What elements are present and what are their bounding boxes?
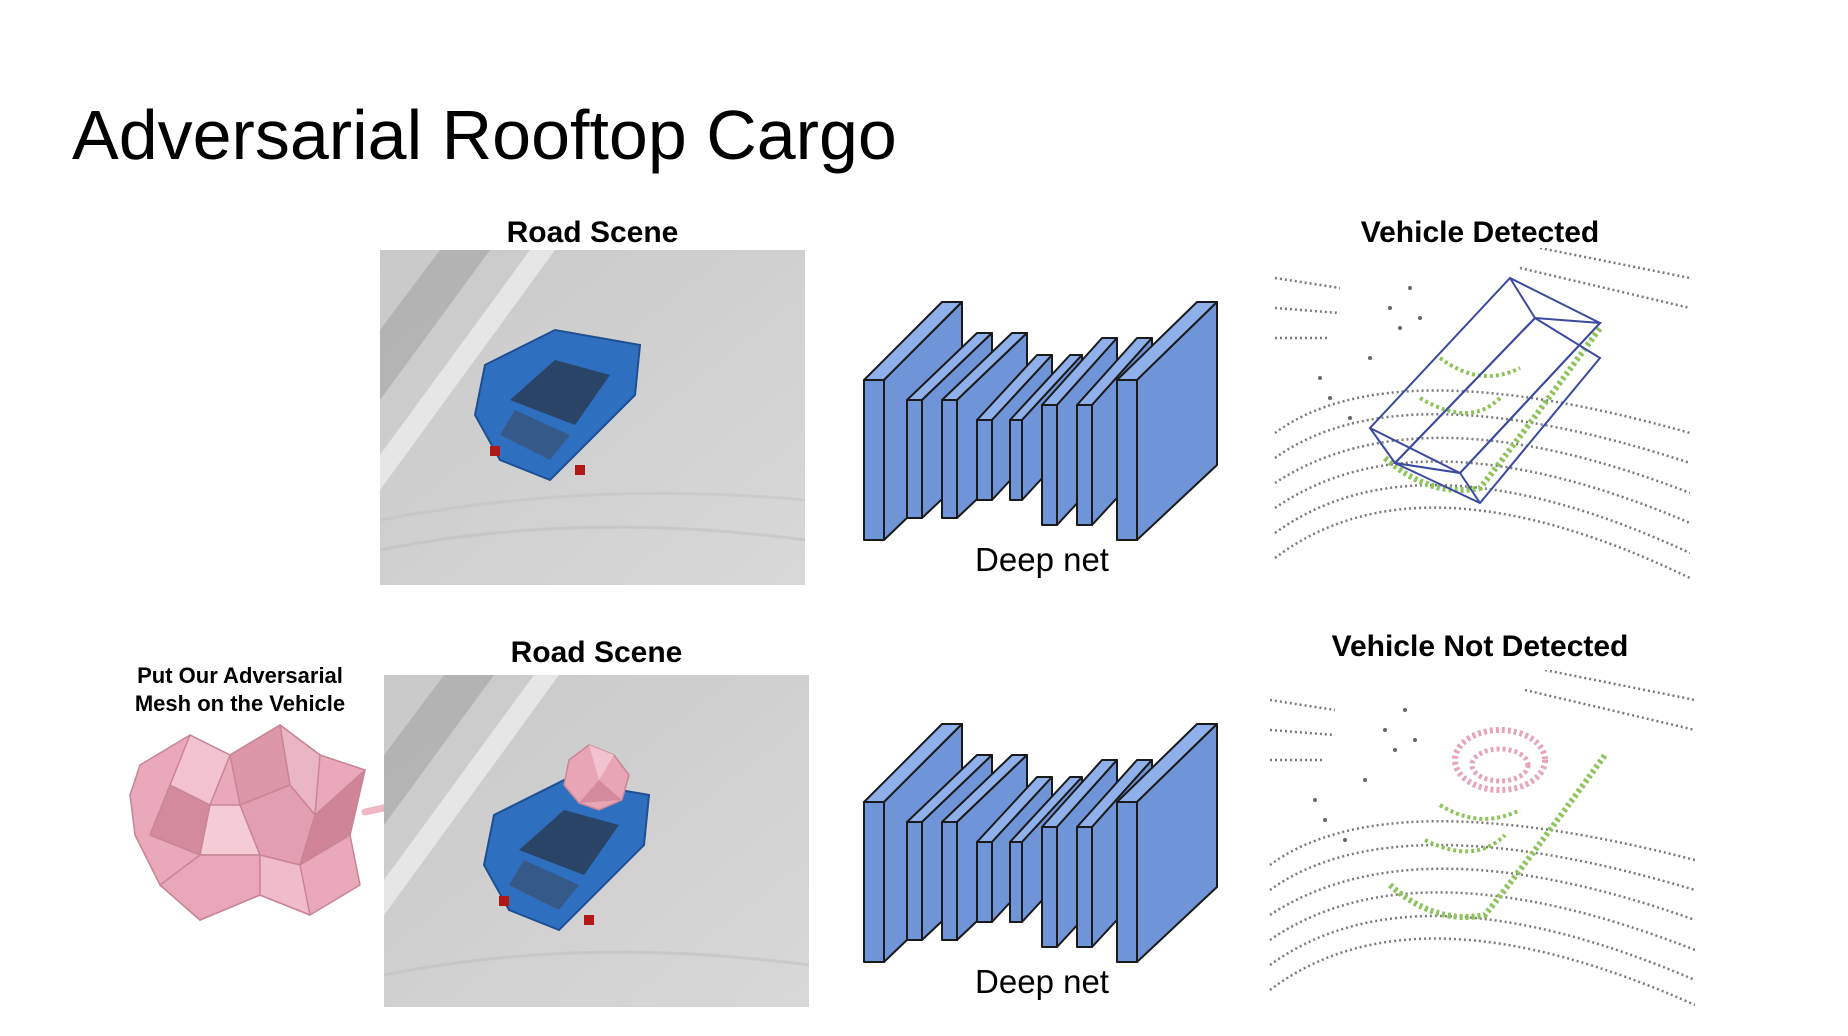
bounding-box <box>1368 276 1603 505</box>
vehicle-detected-caption: Vehicle Detected <box>1360 216 1600 249</box>
deep-net-label-top: Deep net <box>975 541 1109 578</box>
adversarial-mesh-on-roof <box>563 744 630 811</box>
car-bottom <box>482 778 651 932</box>
deep-net-diagram-bottom <box>863 723 1218 963</box>
mesh-note-line2: Mesh on the Vehicle <box>134 691 346 716</box>
road-scene-image-bottom <box>384 675 809 1007</box>
slide-title: Adversarial Rooftop Cargo <box>72 96 897 174</box>
mesh-note-line1: Put Our Adversarial <box>137 663 343 688</box>
adversarial-mesh-points <box>1452 727 1548 793</box>
lidar-pointcloud-detected <box>1274 248 1690 580</box>
adversarial-mesh-image <box>129 724 366 921</box>
car-top <box>473 328 642 482</box>
road-scene-caption-bottom: Road Scene <box>510 636 683 669</box>
lidar-pointcloud-not-detected <box>1269 670 1695 1007</box>
deep-net-diagram-top <box>863 301 1218 541</box>
deep-net-label-bottom: Deep net <box>975 963 1109 1000</box>
road-scene-caption-top: Road Scene <box>506 216 679 249</box>
road-scene-image-top <box>380 250 805 585</box>
vehicle-not-detected-caption: Vehicle Not Detected <box>1331 630 1629 663</box>
